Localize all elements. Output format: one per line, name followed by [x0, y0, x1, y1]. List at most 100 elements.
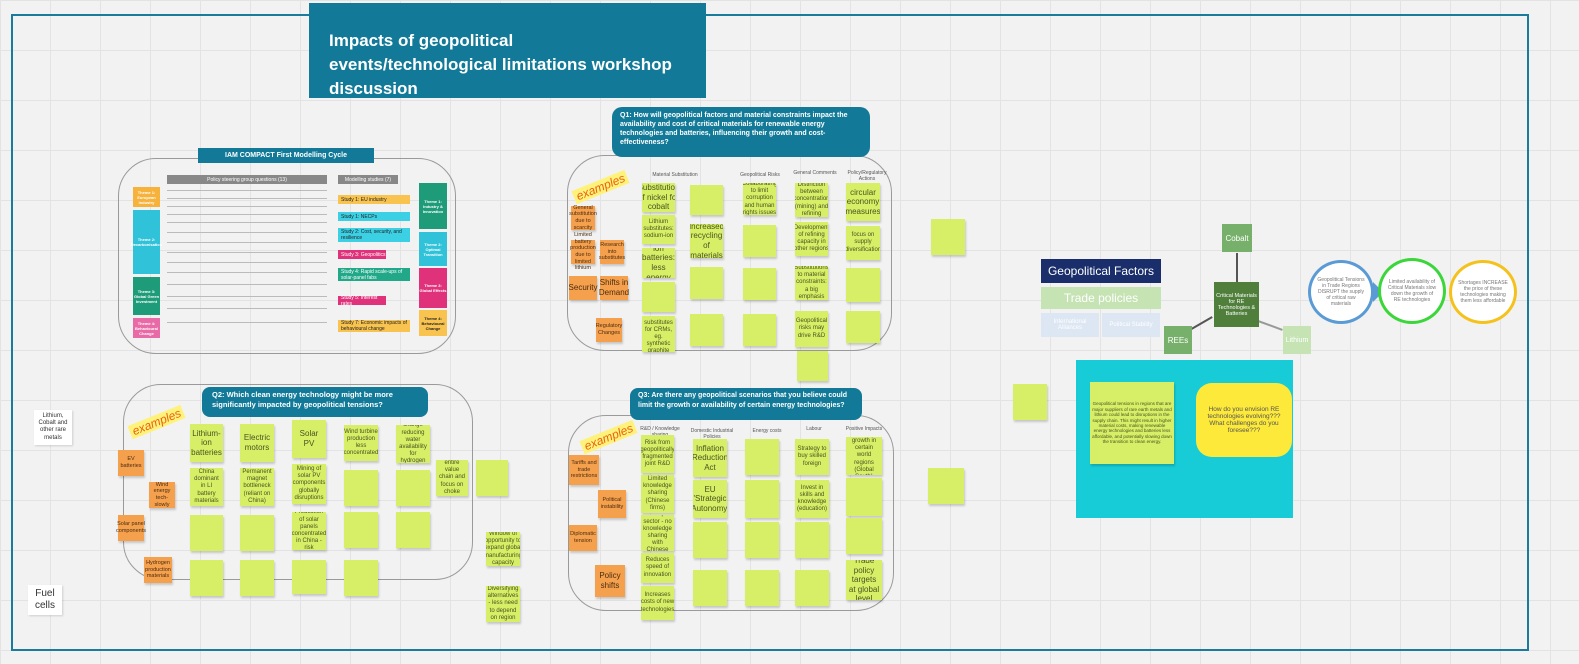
stray-sticky-1[interactable] [1013, 384, 1047, 420]
q3-sticky-c1[interactable] [745, 439, 779, 475]
q3-sticky-speed-innovation[interactable]: Reduces speed of innovation [641, 553, 674, 583]
q3-sticky-e2[interactable] [846, 478, 882, 516]
q3-note-diplomatic-tension[interactable]: Diplomatic tension [569, 525, 597, 551]
q1-sticky-sodium-ion[interactable]: Sodium-ion batteries: less energy dense [642, 248, 675, 278]
q3-sticky-d4[interactable] [795, 570, 829, 606]
q1-sticky-lithium-substitutes[interactable]: Lithium substitutes: sodium-ion [642, 215, 675, 244]
q2-sticky-china-lithium[interactable]: China dominant in LI battery materials [190, 468, 223, 506]
q1-sticky-b4[interactable] [642, 282, 675, 312]
q2-sticky-d2[interactable] [240, 560, 274, 596]
q2-sticky-c1[interactable] [190, 515, 223, 551]
q3-sticky-limited-knowledge[interactable]: Limited knowledge sharing (Chinese firms… [641, 475, 674, 513]
q3-note-policy-shifts[interactable]: Policy shifts [595, 565, 625, 597]
q2-sticky-window-opportunity[interactable]: Window of opportunity to expand global m… [486, 532, 520, 566]
q3-sticky-c4[interactable] [745, 570, 779, 606]
q3-sticky-chips[interactable]: Example of chips sector - no knowledge s… [641, 515, 674, 551]
q2-sticky-diversifying[interactable]: Diversifying alternatives - less need to… [486, 586, 520, 622]
q1-sticky-nickel-cobalt[interactable]: Substitution of nickel for cobalt [642, 183, 675, 212]
envision-question[interactable]: How do you envision RE technologies evol… [1196, 383, 1292, 457]
q2-note-solar-panel[interactable]: Solar panel components [116, 515, 146, 541]
q1-sticky-corruption[interactable]: Collaborating to limit corruption and hu… [743, 183, 776, 215]
study-cost-security: Study 2: Cost, security, and resilience [338, 228, 410, 242]
q2-sticky-d1[interactable] [190, 560, 223, 596]
rees-box[interactable]: REEs [1164, 326, 1192, 354]
q1-note-security[interactable]: Security [569, 276, 597, 300]
q1-sticky-e5[interactable] [797, 351, 828, 381]
board-title: Impacts of geopolitical events/technolog… [309, 3, 706, 98]
q3-sticky-b4[interactable] [693, 570, 727, 606]
q3-sticky-eu-autonomy[interactable]: EU 'Strategic Autonomy' [693, 480, 727, 518]
q1-sticky-c3[interactable] [690, 267, 723, 299]
q2-sticky-climate-water[interactable]: Climate change reducing water availabili… [396, 425, 430, 463]
cobalt-box[interactable]: Cobalt [1222, 224, 1252, 252]
q1-sticky-material-constraints[interactable]: Substitutions to material constraints: a… [795, 266, 828, 300]
q3-sticky-c2[interactable] [745, 480, 779, 518]
stray-sticky-2[interactable] [928, 468, 964, 504]
q3-note-tariffs[interactable]: Tariffs and trade restrictions [569, 455, 599, 485]
q1-sticky-d2[interactable] [743, 225, 776, 257]
q3-note-political-instability[interactable]: Political instability [598, 490, 626, 518]
q1-sticky-outside[interactable] [931, 219, 965, 255]
q2-sticky-b4[interactable] [344, 470, 378, 506]
q1-col-policy-actions: Policy/Regulatory Actions [847, 170, 887, 182]
theme-optimal-transition: Theme 2: Optimal Transition [419, 232, 447, 266]
q3-sticky-ira[interactable]: Inflation Reduction Act [693, 439, 727, 477]
q1-sticky-d3[interactable] [743, 268, 776, 300]
critical-materials-box[interactable]: Critical Materials for RE Technologies &… [1214, 282, 1259, 327]
q3-sticky-costs-new-tech[interactable]: Increases costs of new technologies [641, 586, 674, 620]
q1-sticky-c1[interactable] [690, 185, 723, 215]
q1-col-material-substitution: Material Substitution [652, 172, 698, 178]
q2-sticky-c4[interactable] [344, 512, 378, 548]
q1-note-general-substitution[interactable]: General substitution due to scarcity [569, 204, 597, 231]
q1-note-regulatory[interactable]: Regulatory Changes [596, 318, 622, 342]
q1-sticky-diversification[interactable]: focus on supply diversification [846, 226, 880, 260]
q2-sticky-c5[interactable] [396, 512, 430, 548]
theme-decarbonisation: Theme 2: Decarbonisation [131, 210, 162, 274]
q3-sticky-c3[interactable] [745, 522, 779, 558]
q1-note-shifts-demand[interactable]: Shifts in Demand [599, 276, 629, 300]
q3-sticky-d3[interactable] [795, 522, 829, 558]
q2-sticky-d4[interactable] [344, 560, 378, 596]
q2-note-hydrogen[interactable]: Hydrogen production materials [144, 557, 172, 583]
q3-sticky-economic-growth[interactable]: Economic growth in certain world regions… [846, 437, 882, 475]
q1-sticky-f4[interactable] [846, 311, 880, 343]
q1-note-research-substitutes[interactable]: Research into substitutes [599, 240, 625, 264]
q1-sticky-f3[interactable] [846, 268, 880, 302]
q2-sticky-permanent-magnet[interactable]: Permanent magnet bottleneck (reliant on … [240, 468, 274, 506]
q3-sticky-e3[interactable] [846, 518, 882, 554]
q1-sticky-refining-capacity[interactable]: Development of refining capacity in othe… [795, 222, 828, 256]
iam-compact-header: IAM COMPACT First Modelling Cycle [198, 148, 374, 163]
q2-sticky-solar-china[interactable]: Production of solar panels concentrated … [292, 512, 326, 550]
q3-sticky-invest-skills[interactable]: Invest in skills and knowledge (educatio… [795, 480, 829, 518]
q1-question: Q1: How will geopolitical factors and ma… [612, 107, 870, 157]
q2-sticky-b7[interactable] [476, 460, 508, 496]
q2-sticky-lithium-ion[interactable]: Lithium-ion batteries [190, 424, 223, 462]
lithium-box[interactable]: Lithium [1283, 326, 1311, 354]
q1-sticky-synthetic-graphite[interactable]: Artificial substitutes for CRMs, eg. syn… [642, 316, 675, 352]
q2-sticky-b5[interactable] [396, 470, 430, 506]
q1-sticky-c4[interactable] [690, 314, 723, 346]
q1-note-limited-battery[interactable]: Limited battery production due to limite… [570, 232, 596, 272]
q3-sticky-skilled-foreign[interactable]: Strategy to buy skilled foreign [795, 439, 829, 475]
q2-note-ev-batteries[interactable]: EV batteries [118, 450, 144, 476]
q2-sticky-d3[interactable] [292, 560, 326, 594]
q2-sticky-mining-solar[interactable]: Mining of solar PV components globally d… [292, 464, 326, 504]
q1-sticky-recycling[interactable]: Increased recycling of materials [690, 224, 723, 258]
q3-sticky-fragmented-rd[interactable]: Risk from geopolitically fragmented join… [641, 435, 674, 473]
q1-sticky-d4[interactable] [743, 314, 776, 346]
geopolitical-factors-title: Geopolitical Factors [1041, 259, 1161, 283]
q3-sticky-b3[interactable] [693, 522, 727, 558]
q3-sticky-trade-policy[interactable]: Trade policy targets at global level [846, 560, 882, 600]
q1-sticky-concentration-refining[interactable]: Distinction between concentration (minin… [795, 183, 828, 217]
q2-note-wind-energy[interactable]: Wind energy tech-slowly [149, 482, 175, 508]
q2-sticky-electric-motors[interactable]: Electric motors [240, 424, 274, 462]
q2-sticky-solar-pv[interactable]: Solar PV [292, 420, 326, 458]
board-frame [11, 14, 1529, 651]
supply-disruption-note[interactable]: Geopolitical tensions in regions that ar… [1090, 382, 1174, 464]
q1-sticky-circular-economy[interactable]: circular economy measures [846, 183, 880, 221]
q2-sticky-wind-turbine[interactable]: Wind turbine production less concentrate… [344, 425, 378, 461]
q1-sticky-drive-rd[interactable]: Geopolitical risks may drive R&D [795, 311, 828, 347]
q2-sticky-c2[interactable] [240, 515, 274, 551]
q3-question: Q3: Are there any geopolitical scenarios… [630, 388, 862, 420]
q2-sticky-value-chain[interactable]: Explore entire value chain and focus on … [436, 460, 468, 496]
